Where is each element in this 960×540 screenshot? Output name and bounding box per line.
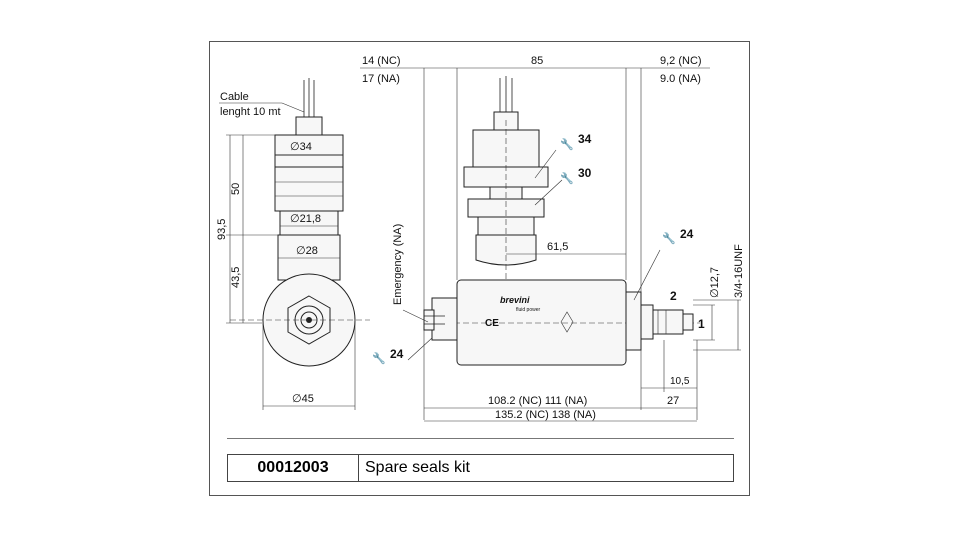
len-nc-na-label: 108.2 (NC) 111 (NA) [488, 395, 587, 407]
side-view: Cable lenght 10 mt ∅34 ∅21,8 ∅28 ∅45 [216, 78, 370, 410]
separator-line [227, 438, 734, 439]
dia-45-label: ∅45 [292, 393, 314, 405]
nc-left-label: 14 (NC) [362, 55, 401, 67]
dim-61-5-label: 61,5 [547, 241, 568, 253]
cable-length-label: lenght 10 mt [220, 106, 281, 118]
cartridge-stem [652, 309, 684, 335]
dia-21-8-label: ∅21,8 [290, 213, 321, 225]
cable-leader [281, 102, 305, 113]
port-2-label: 2 [670, 289, 677, 303]
na-right-label: 9.0 (NA) [660, 73, 701, 85]
neck [279, 210, 339, 236]
emergency-label: Emergency (NA) [392, 224, 404, 305]
ex-mark-icon [560, 311, 574, 333]
nut-30 [274, 166, 344, 212]
valve-body [456, 279, 627, 366]
nc-right-label: 9,2 (NC) [660, 55, 702, 67]
dia-34-label: ∅34 [290, 141, 312, 153]
wrench-30-icon: 🔧 [560, 171, 574, 185]
stem [277, 234, 341, 281]
part-code: 00012003 [228, 455, 359, 481]
dim-10-5-label: 10,5 [670, 376, 690, 387]
cable-gland [295, 116, 323, 136]
nut-body [274, 154, 344, 168]
brand-logo: brevini [500, 295, 530, 305]
wrench-24-right-icon: 🔧 [662, 231, 676, 245]
dia-12-7-label: ∅12,7 [709, 267, 721, 298]
dim-85-label: 85 [531, 55, 543, 67]
part-description: Spare seals kit [365, 459, 470, 476]
na-left-label: 17 (NA) [362, 73, 400, 85]
cartridge-hex [625, 291, 642, 351]
wrench-24-right-label: 24 [680, 227, 694, 241]
port-1-label: 1 [698, 317, 705, 331]
wrench-34-label: 34 [578, 132, 592, 146]
emergency-button [431, 297, 458, 341]
front-view: 14 (NC) 17 (NA) 85 9,2 (NC) 9.0 (NA) 🔧 3… [360, 55, 745, 422]
dim-43-5-label: 43,5 [230, 267, 242, 288]
wrench-34-icon: 🔧 [560, 137, 574, 151]
dim-50-label: 50 [230, 183, 242, 195]
brand-subtitle: fluid power [516, 307, 541, 313]
cable-label: Cable [220, 91, 249, 103]
wrench-24-left-label: 24 [390, 347, 404, 361]
parts-table: 00012003 Spare seals kit [227, 454, 734, 482]
len-total-label: 135.2 (NC) 138 (NA) [495, 409, 596, 421]
dim-27-label: 27 [667, 395, 679, 407]
dim-93-5-label: 93,5 [216, 219, 228, 240]
wrench-30-label: 30 [578, 166, 592, 180]
thread-label: 3/4-16UNF [733, 244, 745, 298]
dia-28-label: ∅28 [296, 245, 318, 257]
wrench-24-left-icon: 🔧 [372, 351, 386, 365]
ce-mark: CE [485, 318, 499, 329]
